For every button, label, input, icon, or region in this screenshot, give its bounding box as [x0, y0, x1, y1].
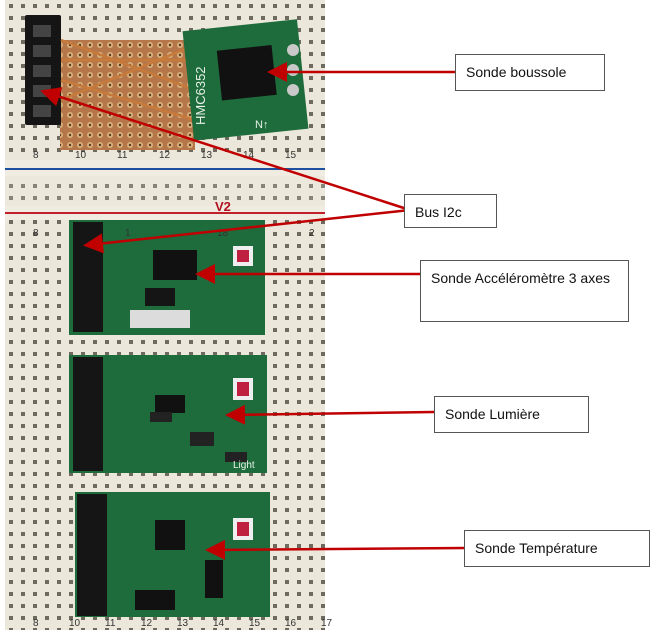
- callout-temperature: Sonde Température: [464, 530, 650, 567]
- proto-board: [60, 40, 195, 150]
- arrow-i2c-middle: [83, 208, 411, 254]
- ruler-number-bottom: 16: [285, 618, 297, 629]
- ruler-number-mid: 1: [125, 228, 131, 239]
- ruler-number-top: 11: [117, 150, 128, 161]
- rail-holes: [5, 176, 325, 206]
- temperature-sensor-pcb: [75, 492, 270, 617]
- north-arrow-marking: N↑: [255, 119, 268, 131]
- rail-label: V2: [215, 199, 231, 214]
- arrow-i2c-top: [40, 87, 411, 212]
- ruler-number-top: 13: [201, 150, 213, 161]
- ruler-number-top: 15: [285, 150, 297, 161]
- ruler-number-top: 8: [33, 150, 39, 161]
- callout-temperature-text: Sonde Température: [475, 540, 598, 556]
- ruler-number-bottom: 13: [177, 618, 189, 629]
- callout-i2c-text: Bus I2c: [415, 204, 462, 220]
- ruler-number-bottom: 8: [33, 618, 39, 629]
- callout-compass-text: Sonde boussole: [466, 64, 567, 80]
- breadboard-photo: V2 HMC6352 N↑: [5, 0, 333, 630]
- callout-accelerometer: Sonde Accéléromètre 3 axes: [420, 260, 629, 322]
- ruler-number-top: 12: [159, 150, 171, 161]
- ruler-number-bottom: 12: [141, 618, 153, 629]
- ruler-number-bottom: 17: [321, 618, 333, 629]
- light-board-marking: Light: [233, 460, 255, 471]
- rail-blue-line: [5, 168, 325, 170]
- callout-light-text: Sonde Lumière: [445, 406, 540, 422]
- arrow-light: [225, 404, 435, 425]
- callout-accelerometer-text: Sonde Accéléromètre 3 axes: [431, 270, 610, 286]
- ruler-number-bottom: 10: [69, 618, 81, 629]
- rail-red-line: [5, 212, 325, 214]
- ruler-number-bottom: 14: [213, 618, 225, 629]
- ruler-number-mid: 18: [217, 228, 229, 239]
- ruler-number-bottom: 15: [249, 618, 261, 629]
- ruler-number-top: 14: [243, 150, 255, 161]
- ruler-number-mid: 2: [309, 228, 315, 239]
- chip-label: HMC6352: [193, 66, 208, 125]
- callout-i2c-bus: Bus I2c: [404, 194, 497, 228]
- callout-light: Sonde Lumière: [434, 396, 589, 433]
- ruler-number-bottom: 11: [105, 618, 116, 629]
- callout-compass: Sonde boussole: [455, 54, 605, 91]
- ruler-number-top: 10: [75, 150, 87, 161]
- arrow-temperature: [205, 539, 466, 560]
- ruler-number-mid: 8: [33, 228, 39, 239]
